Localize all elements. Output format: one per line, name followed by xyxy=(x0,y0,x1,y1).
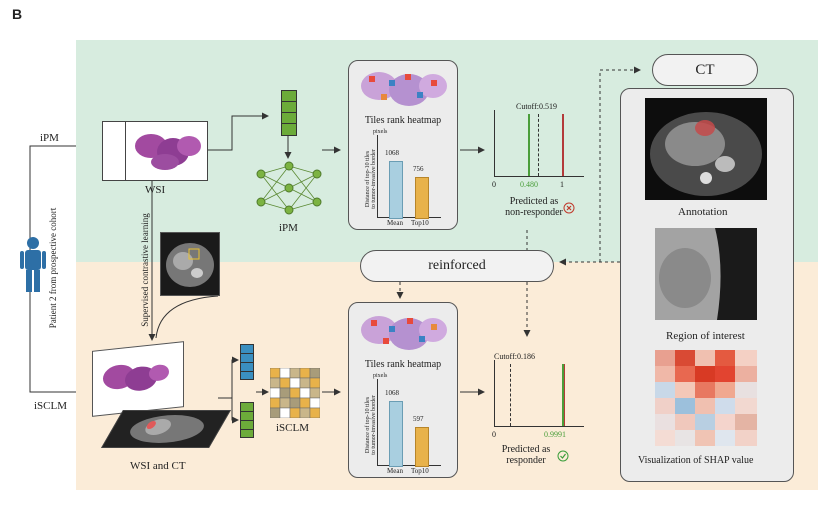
bar-cat-mean-top: Mean xyxy=(387,219,403,227)
supervised-label: Supervised contrastive learning xyxy=(140,213,150,327)
axis-val-bottom: 0.9991 xyxy=(544,430,566,439)
shap-label: Visualization of SHAP value xyxy=(638,455,754,466)
heatmap-card-bottom: Tiles rank heatmap pixels Distance of to… xyxy=(348,302,458,478)
panel-label: B xyxy=(12,6,23,22)
neural-net-icon xyxy=(256,161,322,215)
ipm-model-label: iPM xyxy=(279,222,298,234)
axis-0-top: 0 xyxy=(492,180,496,189)
bar-cat-top10-top: Top10 xyxy=(411,219,429,227)
shap-image xyxy=(655,350,757,446)
ct-annotation-image xyxy=(645,98,767,200)
bar-value-top10-bottom: 597 xyxy=(413,415,424,423)
bar-value-top10-top: 756 xyxy=(413,165,424,173)
heatmap-card-top: Tiles rank heatmap pixels Distance of to… xyxy=(348,60,458,230)
cross-icon xyxy=(563,202,575,214)
heatmap-title-top: Tiles rank heatmap xyxy=(364,115,442,126)
heatmap-title-bottom: Tiles rank heatmap xyxy=(364,359,442,370)
pixels-label-top: pixels xyxy=(373,129,388,135)
ct-pill: CT xyxy=(652,54,758,86)
iscl-model-label: iSCLM xyxy=(276,422,310,434)
roi-image xyxy=(655,228,757,320)
heatmap-image-bottom xyxy=(361,316,447,350)
bar-cat-top10-bottom: Top10 xyxy=(411,467,429,475)
bar-mean-top xyxy=(389,161,403,219)
ipm-side-label: iPM xyxy=(40,132,59,144)
roi-label: Region of interest xyxy=(666,330,745,342)
check-icon xyxy=(557,450,569,462)
iscl-matrix xyxy=(270,368,320,418)
cutoff-label-bottom: Cutoff:0.186 xyxy=(494,352,535,361)
bar-mean-bottom xyxy=(389,401,403,467)
annotation-label: Annotation xyxy=(678,206,728,218)
axis-val-top: 0.480 xyxy=(520,180,538,189)
ct-thumbnail xyxy=(160,232,220,296)
axis-1-top: 1 xyxy=(560,180,564,189)
patient-label: Patient 2 from prospective cohort xyxy=(48,207,58,329)
cutoff-plot-top xyxy=(490,110,586,178)
wsi-stack xyxy=(92,341,184,417)
bar-value-mean-top: 1068 xyxy=(385,149,399,157)
reinforced-pill: reinforced xyxy=(360,250,554,282)
pixels-label-bottom: pixels xyxy=(373,373,388,379)
cutoff-label-top: Cutoff:0.519 xyxy=(516,102,557,111)
axis-0-bottom: 0 xyxy=(492,430,496,439)
cutoff-plot-bottom xyxy=(490,360,586,428)
bar-top10-bottom xyxy=(415,427,429,467)
ct-stack xyxy=(101,410,231,448)
bar-value-mean-bottom: 1068 xyxy=(385,389,399,397)
feature-vector-blue xyxy=(240,344,254,380)
patient-icon xyxy=(20,237,46,292)
tissue-image xyxy=(135,134,201,170)
bar-cat-mean-bottom: Mean xyxy=(387,467,403,475)
feature-vector-green xyxy=(240,402,254,438)
wsi-ct-label: WSI and CT xyxy=(130,460,186,472)
feature-vector-top xyxy=(281,90,297,136)
bar-top10-top xyxy=(415,177,429,219)
wsi-slide xyxy=(102,121,208,181)
heatmap-image-top xyxy=(361,72,447,106)
iscl-side-label: iSCLM xyxy=(34,400,68,412)
wsi-label: WSI xyxy=(145,184,166,196)
